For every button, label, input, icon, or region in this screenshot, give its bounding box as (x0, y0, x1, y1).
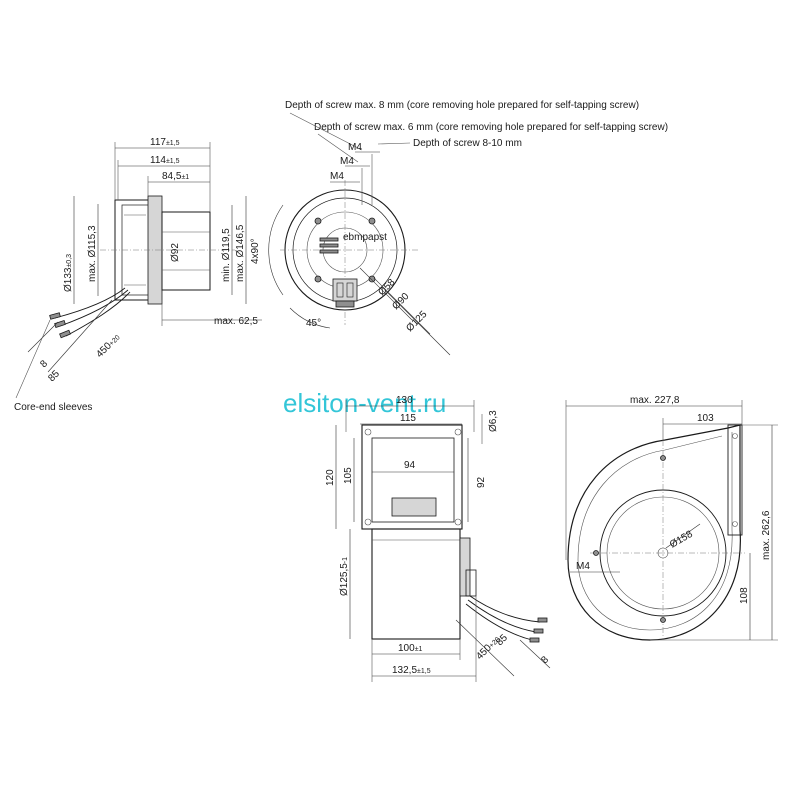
dim-angle-4x90: 4x90° (250, 238, 261, 264)
screw-notes: Depth of screw max. 8 mm (core removing … (285, 100, 668, 163)
watermark-text: elsiton-vent.ru (283, 388, 446, 418)
note-screw-depth-6: Depth of screw max. 6 mm (core removing … (314, 122, 668, 133)
dim-d133: Ø133±0,3 (63, 254, 74, 292)
dim-105: 105 (343, 467, 354, 484)
dim-450: 450+20 (94, 332, 122, 360)
dim-m4-bottom: M4 (330, 171, 344, 182)
dim-8: 8 (38, 358, 50, 370)
dim-130: 130 (396, 395, 413, 406)
dim-84-5: 84,5±1 (162, 171, 189, 182)
motor-front-view: ebmpapst M4 M4 M4 4x90° 45° Ø58 Ø90 Ø125 (250, 142, 451, 356)
dim-m4-middle: M4 (340, 156, 354, 167)
dim-m4-top: M4 (348, 142, 362, 153)
brand-logo: ebmpapst (343, 232, 387, 243)
blower-front-view: max. 227,8 103 Ø158 M4 max. 262,6 108 (565, 395, 778, 641)
note-core-end-sleeves: Core-end sleeves (14, 402, 92, 413)
dim-120: 120 (325, 469, 336, 486)
dim-d125-5: Ø125,5-1 (339, 557, 350, 596)
dim-d115-3: max. Ø115,3 (87, 225, 98, 282)
motor-side-view: 117±1,5 114±1,5 84,5±1 Ø133±0,3 max. Ø11… (14, 137, 262, 413)
dim-100: 100±1 (398, 643, 423, 654)
dim-103: 103 (697, 413, 714, 424)
dim-d6-3: Ø6,3 (488, 410, 499, 432)
dim-max-262-6: max. 262,6 (761, 510, 772, 560)
dim-d158: Ø158 (668, 529, 695, 551)
dim-d119-5: min. Ø119,5 (221, 228, 232, 282)
dim-d92: Ø92 (170, 243, 181, 262)
dim-m4: M4 (576, 561, 590, 572)
dim-114: 114±1,5 (150, 155, 180, 166)
dim-132-5: 132,5±1,5 (392, 665, 431, 676)
dim-92: 92 (476, 476, 487, 488)
note-screw-depth-8: Depth of screw max. 8 mm (core removing … (285, 100, 639, 111)
dim-85: 85 (46, 368, 62, 384)
dim-94: 94 (404, 460, 416, 471)
dim-117: 117±1,5 (150, 137, 180, 148)
dim-d146-5: max. Ø146,5 (235, 224, 246, 282)
note-screw-depth-8-10: Depth of screw 8-10 mm (413, 138, 522, 149)
dim-angle-45: 45° (306, 318, 321, 329)
dim-d90: Ø90 (390, 291, 411, 312)
dim-max-227-8: max. 227,8 (630, 395, 680, 406)
dim-max-62-5: max. 62,5 (214, 316, 258, 327)
blower-side-view: 130 115 Ø6,3 94 120 105 Ø125,5-1 92 100±… (325, 395, 551, 682)
dim-115: 115 (400, 413, 416, 424)
dim-d58: Ø58 (376, 277, 397, 298)
dim-108: 108 (739, 587, 750, 604)
